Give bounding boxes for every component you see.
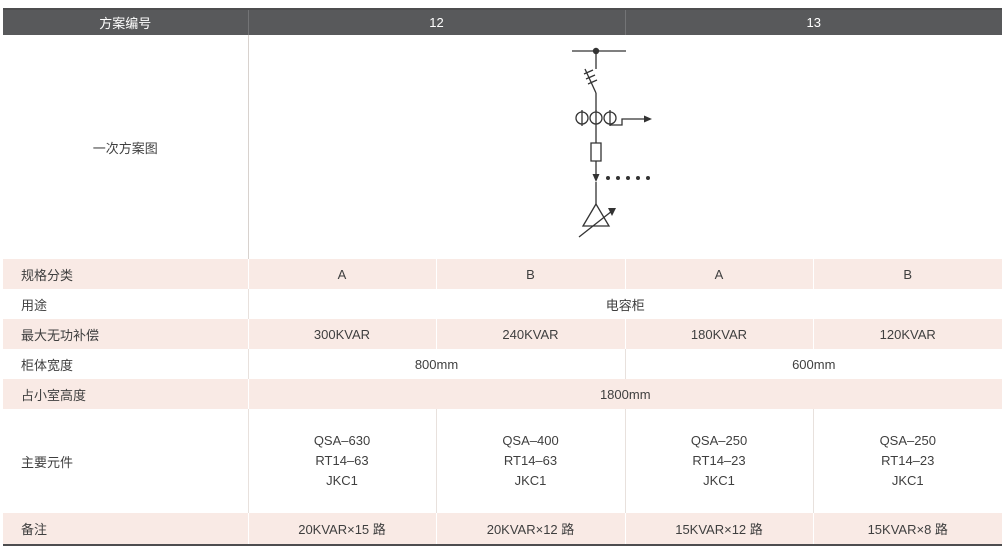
component-line: JKC1 (703, 473, 735, 489)
diagram-row: 一次方案图 (3, 35, 1002, 259)
main-components-row-label: 主要元件 (3, 409, 249, 513)
cabinet-width-row-label: 柜体宽度 (3, 349, 249, 379)
component-line: RT14–63 (315, 452, 369, 468)
spec-value-cell: A (248, 259, 437, 289)
main-components-row: 主要元件 QSA–630 RT14–63 JKC1 QSA–400 RT14–6… (3, 409, 1002, 513)
room-height-value-cell: 1800mm (248, 379, 1002, 409)
room-height-row: 占小室高度 1800mm (3, 379, 1002, 409)
main-components-value-cell: QSA–250 RT14–23 JKC1 (625, 409, 814, 513)
component-line: QSA–250 (690, 432, 748, 448)
cabinet-width-value-cell: 600mm (625, 349, 1002, 379)
header-scheme-13: 13 (625, 9, 1002, 35)
usage-row: 用途 电容柜 (3, 289, 1002, 319)
max-compensation-row-label: 最大无功补偿 (3, 319, 249, 349)
header-row: 方案编号 12 13 (3, 9, 1002, 35)
header-scheme-number-label: 方案编号 (3, 9, 249, 35)
component-line: JKC1 (891, 473, 924, 489)
remarks-row-label: 备注 (3, 513, 249, 545)
cabinet-width-row: 柜体宽度 800mm 600mm (3, 349, 1002, 379)
main-components-value-cell: QSA–630 RT14–63 JKC1 (248, 409, 437, 513)
header-scheme-12: 12 (248, 9, 626, 35)
cabinet-width-value-cell: 800mm (248, 349, 626, 379)
remarks-row: 备注 20KVAR×15 路 20KVAR×12 路 15KVAR×12 路 1… (3, 513, 1002, 545)
component-line: QSA–400 (502, 432, 559, 448)
max-compensation-value-cell: 240KVAR (436, 319, 626, 349)
remarks-value-cell: 15KVAR×8 路 (813, 513, 1002, 545)
component-line: RT14–23 (881, 452, 935, 468)
component-line: RT14–63 (503, 452, 558, 468)
spec-table: 方案编号 12 13 一次方案图 (3, 8, 1002, 546)
max-compensation-value-cell: 180KVAR (625, 319, 814, 349)
component-line: QSA–250 (879, 432, 936, 448)
one-line-electrical-diagram-icon (550, 47, 653, 251)
room-height-row-label: 占小室高度 (3, 379, 249, 409)
component-line: JKC1 (514, 473, 547, 489)
spec-row: 规格分类 A B A B (3, 259, 1002, 289)
diagram-cell (248, 35, 1002, 259)
usage-value-cell: 电容柜 (248, 289, 1002, 319)
remarks-value-cell: 20KVAR×12 路 (436, 513, 626, 545)
main-components-value-cell: QSA–400 RT14–63 JKC1 (436, 409, 626, 513)
component-line: JKC1 (326, 473, 358, 489)
max-compensation-value-cell: 120KVAR (813, 319, 1002, 349)
component-line: RT14–23 (692, 452, 746, 468)
max-compensation-row: 最大无功补偿 300KVAR 240KVAR 180KVAR 120KVAR (3, 319, 1002, 349)
max-compensation-value-cell: 300KVAR (248, 319, 437, 349)
remarks-value-cell: 20KVAR×15 路 (248, 513, 437, 545)
spec-value-cell: B (813, 259, 1002, 289)
spec-row-label: 规格分类 (3, 259, 249, 289)
diagram-row-label: 一次方案图 (3, 35, 249, 259)
spec-value-cell: A (625, 259, 814, 289)
main-components-value-cell: QSA–250 RT14–23 JKC1 (813, 409, 1002, 513)
remarks-value-cell: 15KVAR×12 路 (625, 513, 814, 545)
component-line: QSA–630 (313, 432, 371, 448)
usage-row-label: 用途 (3, 289, 249, 319)
spec-value-cell: B (436, 259, 626, 289)
